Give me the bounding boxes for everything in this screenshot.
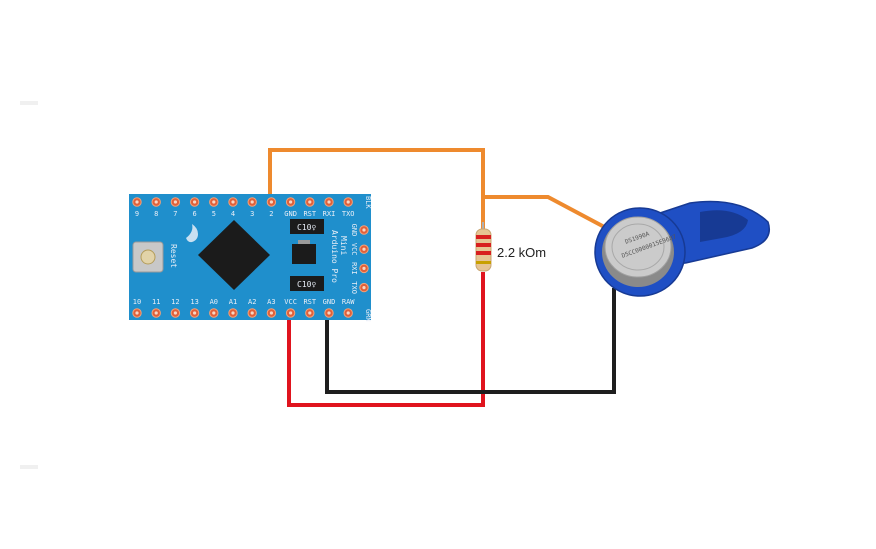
bottom-pin-label: GND — [323, 298, 336, 306]
resistor-band-2 — [476, 243, 491, 247]
right-pin-label: VCC — [350, 243, 358, 256]
microcontroller-chip — [198, 220, 270, 290]
data-wire-pin2 — [268, 148, 485, 230]
bottom-pin-label: VCC — [284, 298, 297, 306]
top-pin-pad-hole — [308, 200, 312, 204]
bottom-pin-pad-hole — [212, 311, 216, 315]
top-pin-label: 8 — [154, 210, 158, 218]
bottom-pin-label: 12 — [171, 298, 179, 306]
top-pin-label: RXI — [323, 210, 336, 218]
bottom-pin-label: 11 — [152, 298, 160, 306]
edge-mark-top — [20, 101, 38, 105]
reset-button-cap — [140, 249, 156, 265]
top-pin-label: RST — [303, 210, 316, 218]
top-pin-label: 2 — [269, 210, 273, 218]
data-wire-key — [483, 195, 626, 240]
regulator-tab — [298, 240, 310, 244]
bottom-pin-label: A0 — [210, 298, 218, 306]
right-pin-pad-hole — [362, 286, 366, 290]
capacitor-top-label: C10♀ — [297, 223, 316, 232]
right-pin-column: GND VCC RXI TXO — [350, 224, 369, 294]
top-pin-label: 7 — [173, 210, 177, 218]
bottom-pin-pad-hole — [135, 311, 139, 315]
power-wire-vcc — [287, 272, 485, 407]
capacitor-bottom-label: C10♀ — [297, 280, 316, 289]
top-pin-label: 4 — [231, 210, 235, 218]
right-pin-label: TXO — [350, 281, 358, 294]
bottom-pin-pad-hole — [327, 311, 331, 315]
top-pin-pad-hole — [327, 200, 331, 204]
bottom-pin-label: 10 — [133, 298, 141, 306]
ibutton-key: D5CC0000015E9687 DS1990A — [594, 200, 770, 297]
resistor — [475, 222, 492, 272]
board-title-line-1: Arduino Pro — [330, 230, 339, 283]
top-pin-pad-hole — [212, 200, 216, 204]
top-pin-label: GND — [284, 210, 297, 218]
bottom-pin-label: A2 — [248, 298, 256, 306]
right-pin-pad-hole — [362, 228, 366, 232]
button-face — [604, 216, 672, 278]
top-pin-pad-hole — [154, 200, 158, 204]
top-pin-pad-hole — [289, 200, 293, 204]
keyring-hole — [700, 210, 748, 242]
top-pin-pad-hole — [250, 200, 254, 204]
top-pin-label: 5 — [212, 210, 216, 218]
top-pin-label: 3 — [250, 210, 254, 218]
bottom-pin-pad-hole — [250, 311, 254, 315]
edge-mark-bottom — [20, 465, 38, 469]
wires — [268, 148, 626, 407]
bottom-pin-pad-hole — [269, 311, 273, 315]
resistor-value-label: 2.2 kOm — [497, 245, 546, 260]
top-pin-pad-hole — [173, 200, 177, 204]
right-pin-pad-hole — [362, 247, 366, 251]
button-inner-ring — [611, 223, 665, 271]
bottom-pin-pad-hole — [231, 311, 235, 315]
top-pin-pad-hole — [193, 200, 197, 204]
bottom-pin-label: RAW — [342, 298, 355, 306]
bottom-pin-label: A1 — [229, 298, 237, 306]
bottom-pin-pad-hole — [346, 311, 350, 315]
bottom-pin-pad-hole — [308, 311, 312, 315]
right-pin-pad-hole — [362, 266, 366, 270]
bottom-pin-pad-hole — [154, 311, 158, 315]
reset-label: Reset — [169, 244, 178, 268]
top-pin-pad-hole — [269, 200, 273, 204]
resistor-band-1 — [476, 235, 491, 239]
top-pin-label: 9 — [135, 210, 139, 218]
bottom-pin-row: 10 11 12 13 A0 A1 A2 A3 VCC RST GND RAW — [132, 298, 355, 318]
board-title-line-2: Mini — [339, 236, 348, 255]
bottom-pin-label: RST — [303, 298, 316, 306]
flame-logo-icon — [186, 224, 198, 243]
top-pin-pad-hole — [231, 200, 235, 204]
bottom-pin-label: A3 — [267, 298, 275, 306]
top-pin-label: TXO — [342, 210, 355, 218]
bottom-pin-pad-hole — [173, 311, 177, 315]
bottom-pin-label: 13 — [190, 298, 198, 306]
regulator — [292, 244, 316, 264]
capacitor-top — [290, 219, 324, 234]
right-pin-label: RXI — [350, 262, 358, 275]
top-pin-pad-hole — [346, 200, 350, 204]
bottom-pin-pad-hole — [289, 311, 293, 315]
corner-label-blk: BLK — [364, 196, 372, 209]
resistor-band-4 — [476, 261, 491, 264]
top-pin-row: 9 8 7 6 5 4 3 2 GND RST RXI TXO — [132, 197, 355, 218]
capacitor-bottom — [290, 276, 324, 291]
resistor-band-3 — [476, 251, 491, 255]
bottom-pin-pad-hole — [193, 311, 197, 315]
top-pin-label: 6 — [192, 210, 196, 218]
ground-wire — [325, 288, 616, 394]
top-pin-pad-hole — [135, 200, 139, 204]
right-pin-label: GND — [350, 224, 358, 237]
corner-label-grn: GRN — [364, 309, 372, 322]
